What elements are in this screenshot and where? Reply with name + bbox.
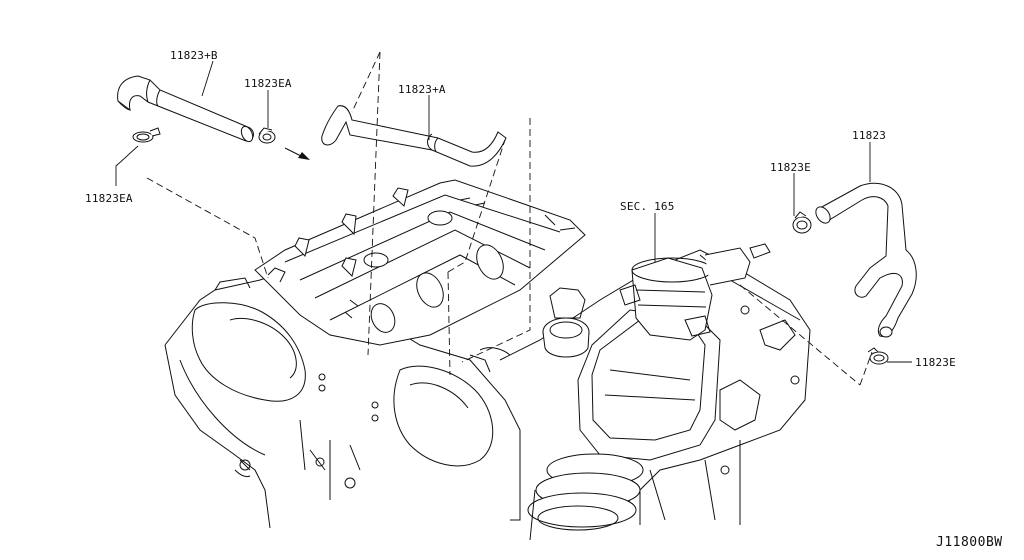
dashed-guide-lines xyxy=(146,51,873,386)
throttle-chamber xyxy=(527,309,721,541)
clamp-11823e-bottom[interactable] xyxy=(867,347,889,365)
label-clamp-11823e-top: 11823E xyxy=(770,161,811,174)
leader-lines xyxy=(115,60,912,363)
hose-11823-a[interactable] xyxy=(321,105,507,167)
label-section-ref: SEC. 165 xyxy=(620,200,675,213)
hose-11823[interactable] xyxy=(813,182,917,338)
label-clamp-11823ea-top: 11823EA xyxy=(244,77,292,90)
hose-11823-b[interactable] xyxy=(117,75,255,143)
direction-arrow xyxy=(284,147,310,160)
label-hose-11823-a: 11823+A xyxy=(398,83,446,96)
oil-filler-cap xyxy=(542,287,590,358)
label-hose-11823-b: 11823+B xyxy=(170,49,218,62)
label-clamp-11823ea-left: 11823EA xyxy=(85,192,133,205)
sec-165-component xyxy=(619,243,771,341)
diagram-reference-code: J11800BW xyxy=(936,535,1003,550)
clamp-11823ea-left[interactable] xyxy=(132,127,161,143)
clamp-11823ea-top[interactable] xyxy=(258,127,276,144)
label-hose-11823: 11823 xyxy=(852,129,886,142)
engine-block xyxy=(164,179,811,541)
label-clamp-11823e-bottom: 11823E xyxy=(915,356,956,369)
clamp-11823e-top[interactable] xyxy=(792,211,812,234)
